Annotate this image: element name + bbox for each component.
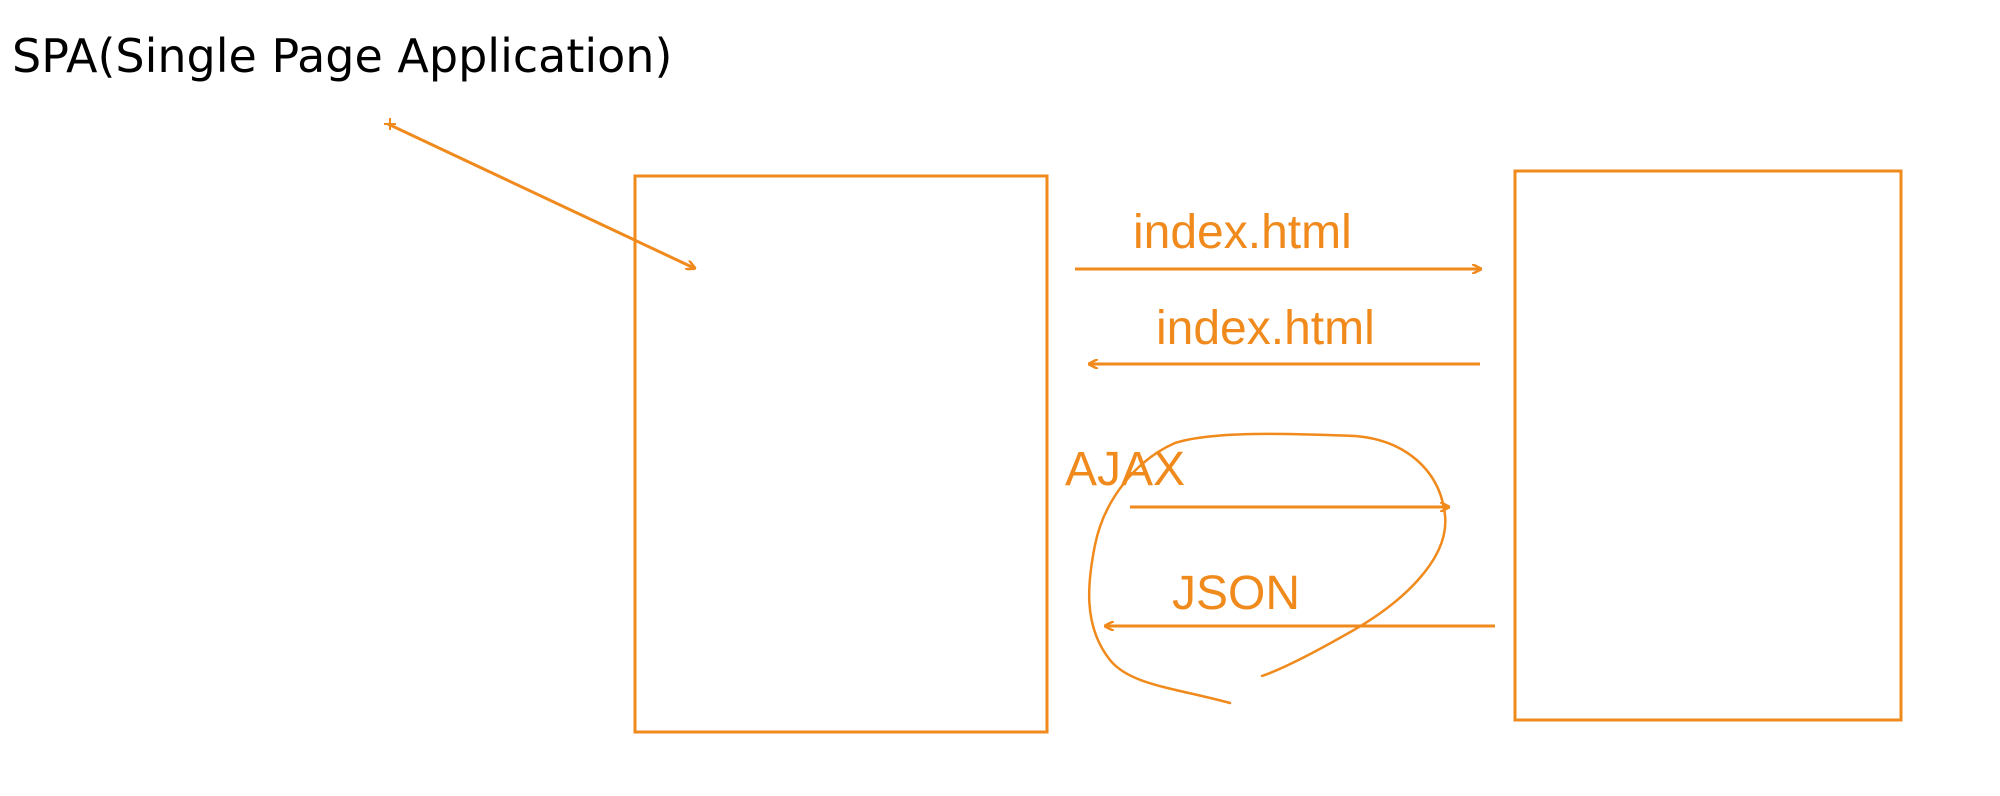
request-label: index.html	[1133, 206, 1352, 259]
client-box	[633, 174, 1049, 734]
json-label: JSON	[1172, 567, 1300, 620]
page-title: SPA(Single Page Application)	[12, 29, 672, 83]
highlight-loop	[1087, 432, 1447, 705]
pointer-arrow	[384, 118, 694, 268]
response-label: index.html	[1156, 302, 1375, 355]
server-box	[1513, 169, 1903, 722]
ajax-label: AJAX	[1065, 443, 1185, 496]
